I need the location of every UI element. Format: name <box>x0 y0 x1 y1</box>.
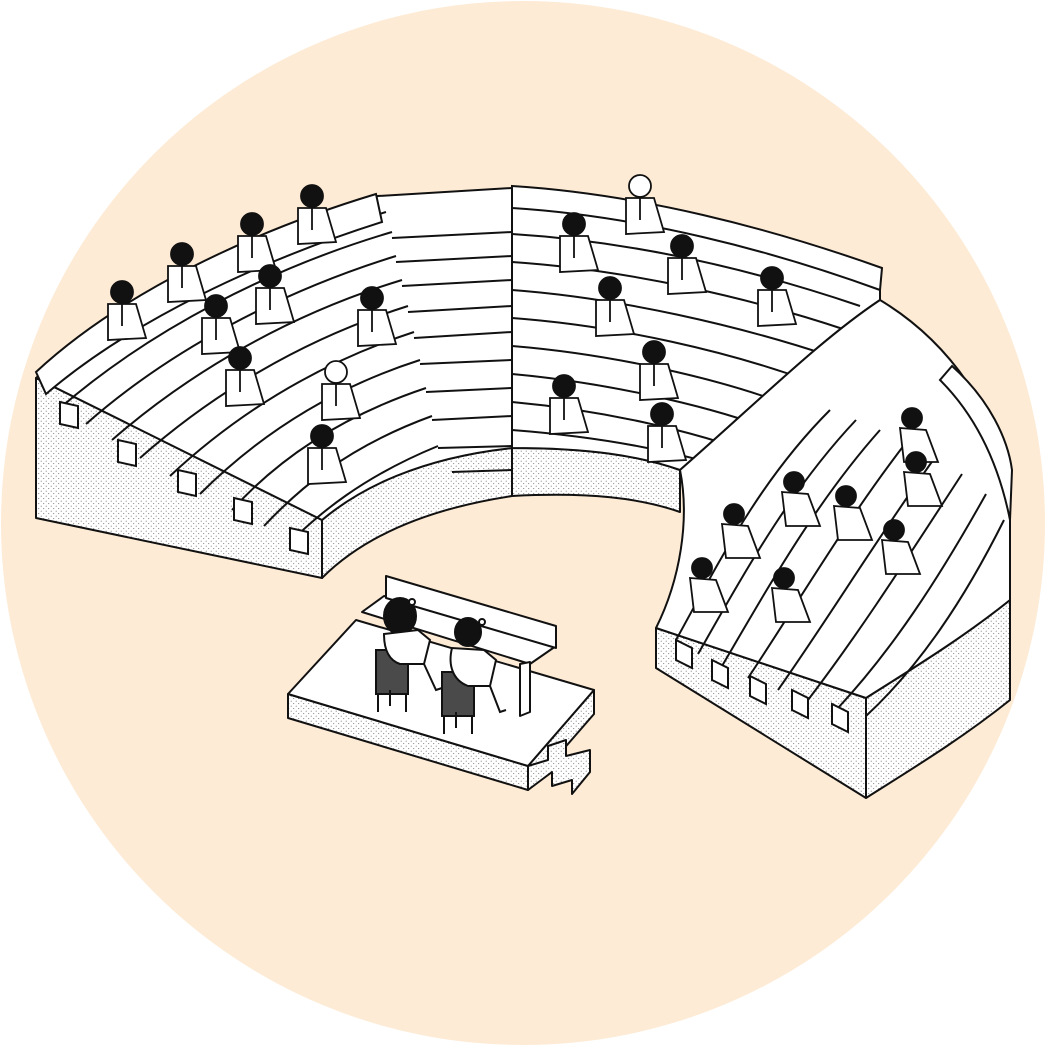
stage-steps <box>527 739 591 795</box>
person <box>307 424 348 485</box>
person <box>770 567 812 623</box>
right-lower-seat-notches <box>675 638 849 734</box>
person <box>549 374 590 435</box>
presenter-people <box>382 597 507 714</box>
right-lower-tier-rows <box>675 409 1005 717</box>
person <box>688 557 730 613</box>
presenter-woman <box>382 597 443 692</box>
right-lower-top-rail <box>938 364 1014 521</box>
person <box>357 286 398 347</box>
person <box>720 503 762 559</box>
person <box>647 402 688 463</box>
person <box>201 294 242 355</box>
person <box>832 485 874 541</box>
person <box>559 212 600 273</box>
person <box>880 519 922 575</box>
person <box>255 264 296 325</box>
person <box>780 471 822 527</box>
presenter-desk-back <box>385 575 557 649</box>
desk-microphone-left <box>408 598 416 606</box>
person <box>667 234 708 295</box>
person <box>595 276 636 337</box>
person <box>297 184 338 245</box>
person <box>107 280 148 341</box>
presenter-man <box>449 617 507 714</box>
person <box>321 360 362 421</box>
left-seat-notches <box>59 400 309 556</box>
audience <box>107 174 944 623</box>
presenter-desk-leg-right <box>519 661 531 717</box>
person <box>902 451 944 507</box>
person <box>757 266 798 327</box>
person <box>225 346 266 407</box>
desk-microphone-right <box>478 618 486 626</box>
person <box>639 340 680 401</box>
right-lower-seating-block <box>655 299 1011 799</box>
person <box>625 174 666 235</box>
